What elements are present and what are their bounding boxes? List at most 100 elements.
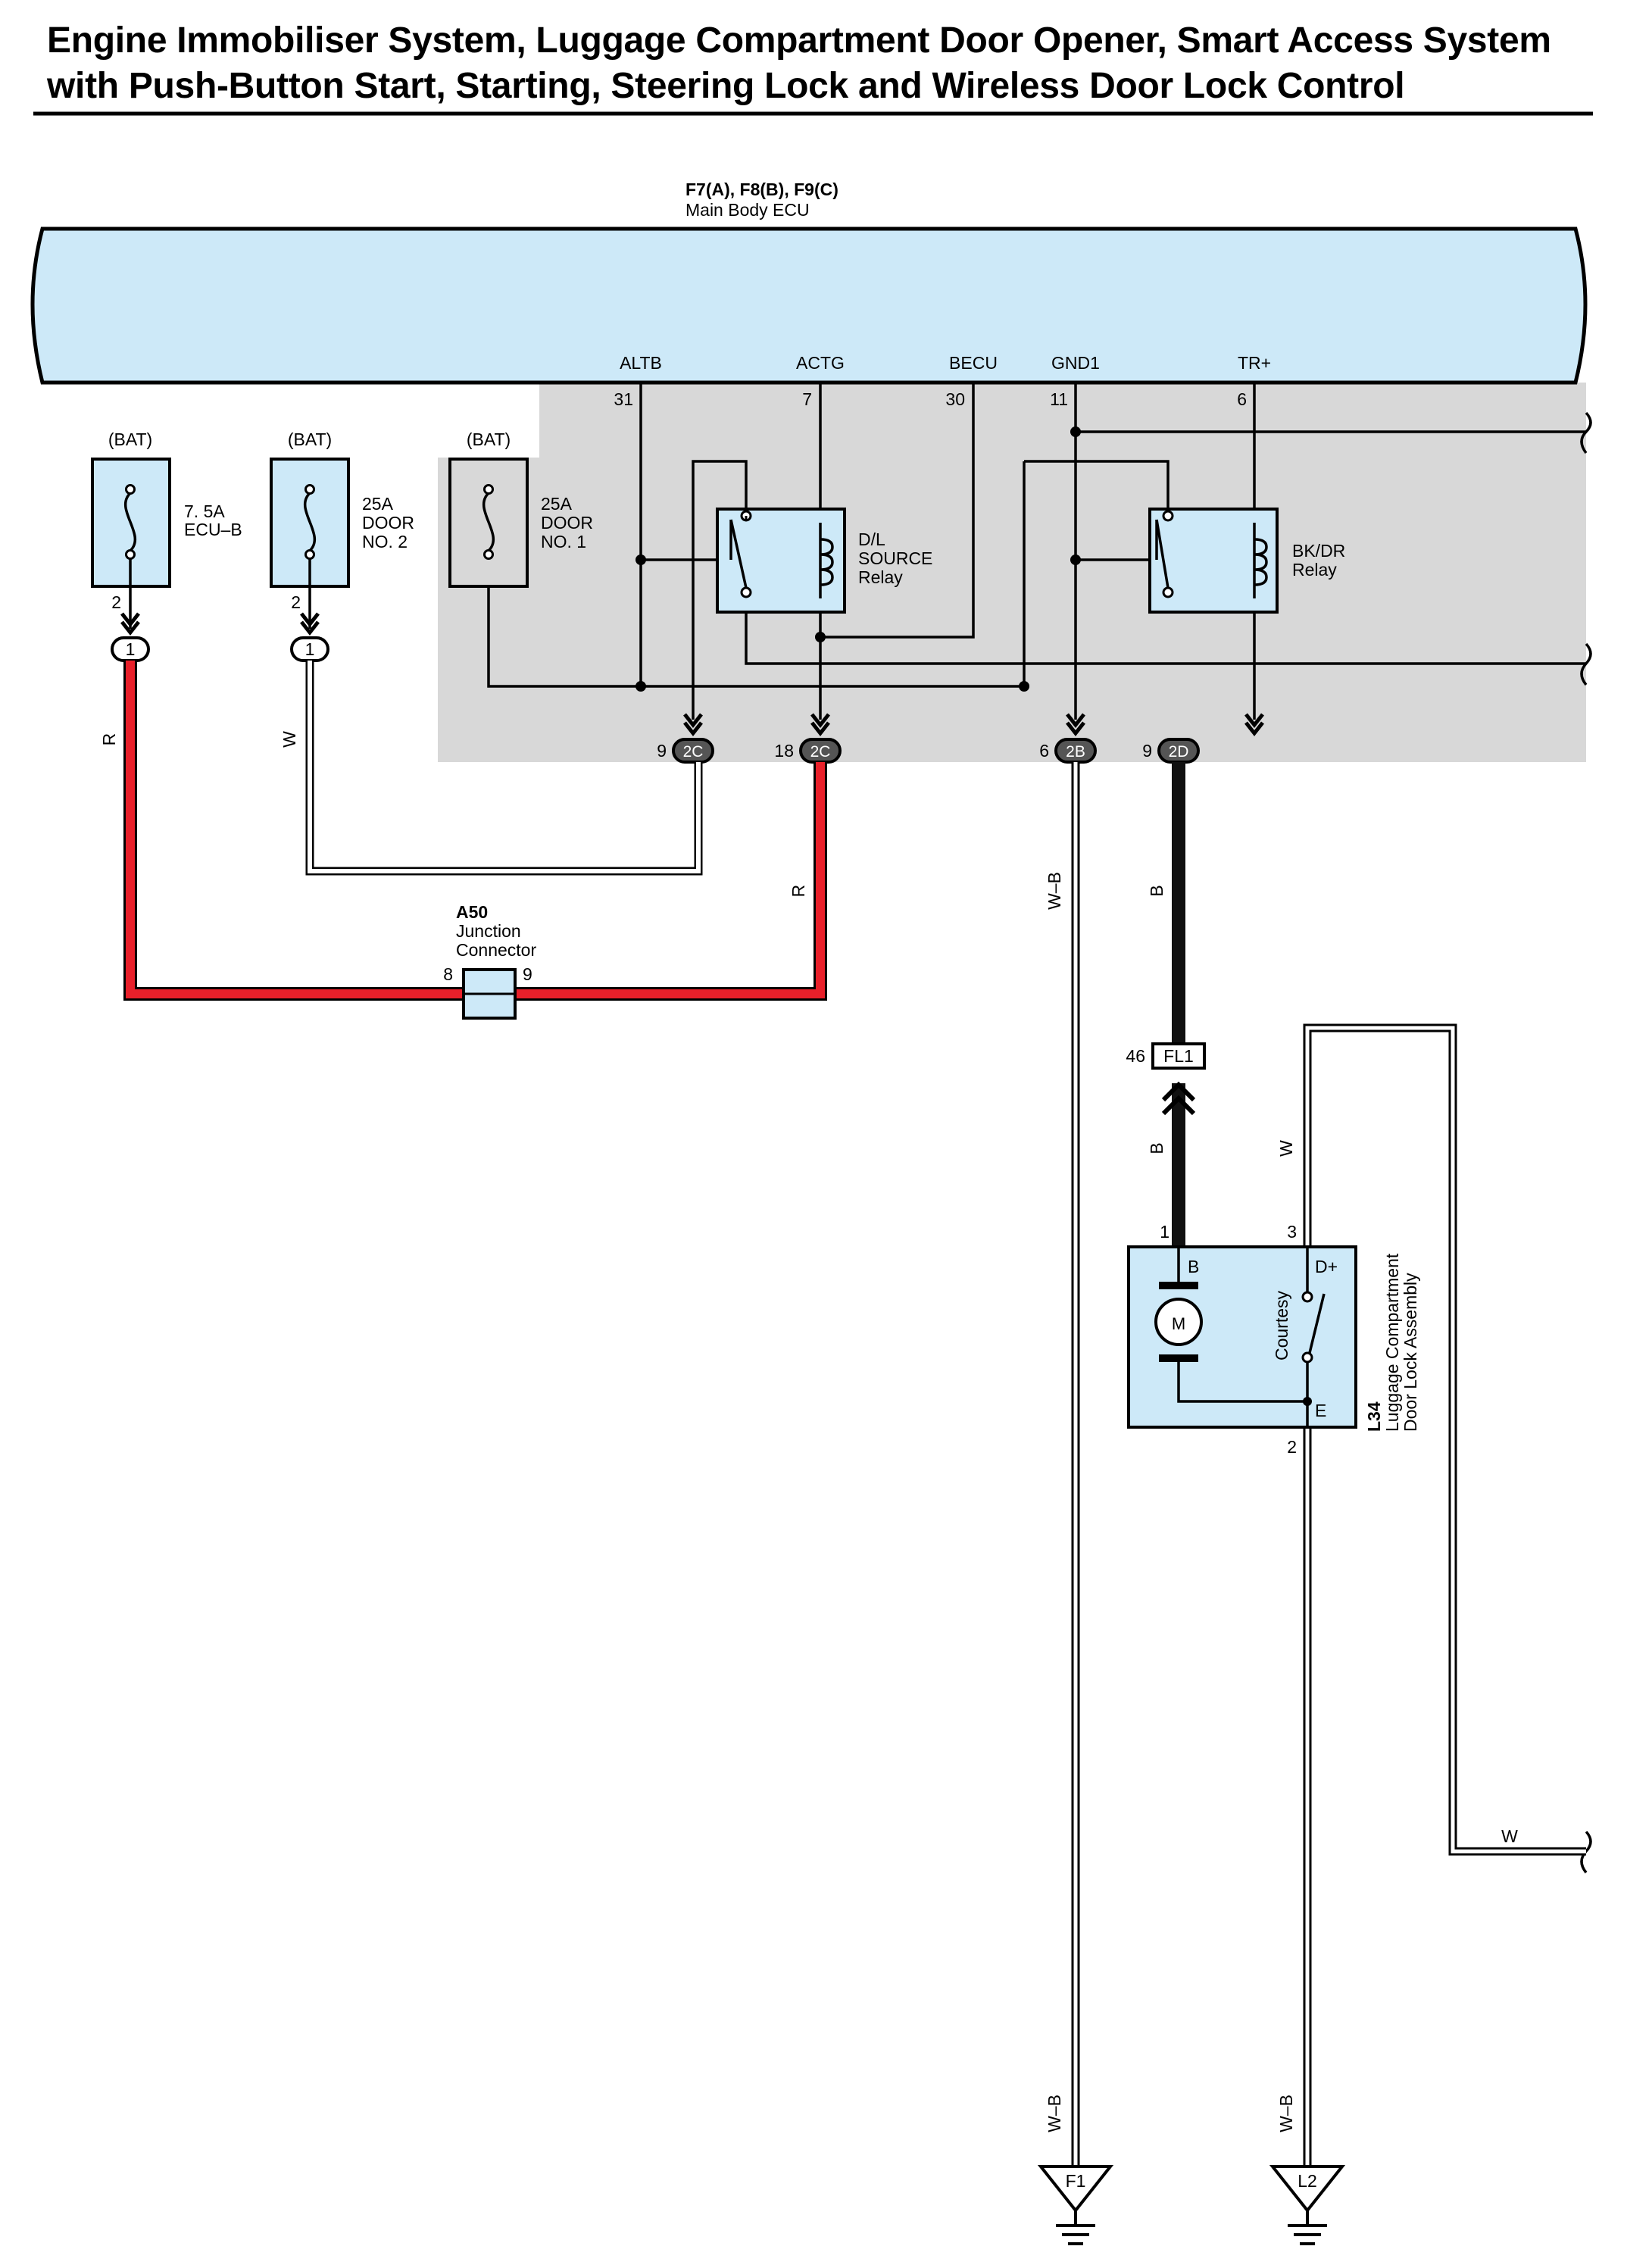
fuse1-pin: 2	[111, 592, 121, 612]
ecu-connector-2c-18: 2C	[799, 738, 842, 764]
wire-label-pin18-r: R	[789, 885, 808, 898]
a50-junction-connector	[462, 968, 517, 1020]
terminal-altb: ALTB	[620, 353, 662, 373]
dl-relay-label-1: D/L	[858, 530, 885, 549]
l34-name2: Door Lock Assembly	[1401, 1273, 1420, 1432]
fuse2-pin: 2	[291, 592, 301, 612]
term-b: B	[1188, 1257, 1199, 1276]
fuse-door-no1	[448, 458, 529, 588]
ground-f1	[1037, 2165, 1114, 2245]
pin-tr-plus: 6	[1237, 389, 1247, 409]
ecu-connector-2c-18-pin: 18	[774, 741, 794, 761]
red-wire-right-outline	[515, 762, 827, 1001]
fuse-ecu-b	[91, 458, 171, 629]
a50-name2: Connector	[456, 940, 536, 960]
junction-dots	[635, 426, 1081, 692]
svg-text:2C: 2C	[810, 743, 831, 761]
wire-label-2b-wb: W–B	[1045, 872, 1064, 910]
red-wire-left	[126, 661, 464, 998]
ecu-internal-area	[438, 383, 1586, 762]
dl-relay-label-2: SOURCE	[858, 548, 932, 568]
a50-name1: Junction	[456, 921, 521, 941]
terminal-actg: ACTG	[796, 353, 845, 373]
motor-label: M	[1172, 1314, 1185, 1333]
fuse1-rating: 7. 5A	[184, 501, 225, 521]
ecu-connector-2d-9: 2D	[1157, 738, 1200, 764]
pin-altb: 31	[614, 389, 633, 409]
dl-relay-label-3: Relay	[858, 567, 903, 587]
w-wire-courtesy-outline	[1303, 1023, 1586, 1856]
l34-name1: Luggage Compartment	[1382, 1253, 1402, 1432]
main-body-ecu-block	[30, 226, 1588, 385]
ecu-connector-2c-9: 2C	[672, 738, 714, 764]
svg-text:2B: 2B	[1066, 743, 1085, 761]
ecu-connector-2d-9-pin: 9	[1142, 741, 1152, 761]
bkdr-relay-label-2: Relay	[1292, 560, 1337, 579]
ecu-connector-2b-6: 2B	[1054, 738, 1097, 764]
ecu-connector-2b-6-pin: 6	[1039, 741, 1049, 761]
svg-text:1: 1	[126, 639, 136, 659]
l34-pin-1: 1	[1160, 1222, 1170, 1242]
fuse-door-no2	[270, 458, 350, 629]
ecu-name: Main Body ECU	[685, 200, 810, 220]
wire-label-f1-wb: W–B	[1045, 2095, 1064, 2132]
pin-actg: 7	[802, 389, 812, 409]
fuse3-name2: NO. 1	[541, 532, 586, 551]
fuse1-name: ECU–B	[184, 520, 242, 539]
fuse3-name1: DOOR	[541, 513, 593, 533]
l34-code: L34	[1364, 1401, 1384, 1432]
pin-gnd1: 11	[1050, 389, 1068, 409]
l34-pin-2: 2	[1287, 1437, 1297, 1457]
diagram-title-line2: with Push-Button Start, Starting, Steeri…	[47, 66, 1405, 106]
diagram-title-line1: Engine Immobiliser System, Luggage Compa…	[47, 20, 1551, 61]
ecu-connector-2c-9-pin: 9	[657, 741, 667, 761]
wire-label-l2-wb: W–B	[1276, 2095, 1296, 2132]
fuse3-rating: 25A	[541, 494, 573, 514]
wire-label-lock-b: B	[1147, 1142, 1166, 1154]
ground-l2-label: L2	[1298, 2171, 1317, 2191]
wire-label-fuse1-r: R	[99, 733, 119, 746]
terminal-becu: BECU	[949, 353, 998, 373]
wire-label-2d-b: B	[1147, 885, 1166, 896]
fl1-connector: FL1	[1151, 1042, 1206, 1070]
wire-label-courtesy-w: W	[1276, 1140, 1296, 1157]
fuse1-connector: 1	[111, 636, 150, 662]
a50-code: A50	[456, 902, 488, 922]
wire-label-fuse2-w: W	[279, 731, 299, 748]
l34-pin-3: 3	[1287, 1222, 1297, 1242]
term-dplus: D+	[1315, 1257, 1338, 1276]
fuse3-supply: (BAT)	[467, 430, 511, 449]
wire-label-right-w: W	[1501, 1826, 1518, 1846]
fuse2-name1: DOOR	[362, 513, 414, 533]
fuse2-supply: (BAT)	[288, 430, 332, 449]
svg-text:2C: 2C	[683, 743, 704, 761]
bk-dr-relay	[1148, 508, 1279, 614]
pin-becu: 30	[945, 389, 965, 409]
bkdr-relay-label-1: BK/DR	[1292, 541, 1345, 561]
fuse2-connector: 1	[290, 636, 329, 662]
white-wire	[308, 661, 701, 873]
svg-text:FL1: FL1	[1163, 1046, 1194, 1066]
ecu-codes: F7(A), F8(B), F9(C)	[685, 180, 838, 199]
ground-l2	[1269, 2165, 1346, 2245]
fl1-pin: 46	[1126, 1046, 1145, 1066]
l34-door-lock-assembly	[1127, 1245, 1357, 1429]
fuse1-supply: (BAT)	[108, 430, 152, 449]
red-wire-left-outline	[123, 661, 464, 1001]
red-wire-right	[515, 762, 825, 998]
term-e: E	[1315, 1401, 1326, 1420]
svg-text:1: 1	[305, 639, 315, 659]
svg-text:2D: 2D	[1169, 743, 1189, 761]
courtesy-label: Courtesy	[1272, 1290, 1291, 1360]
w-wire-courtesy	[1305, 1026, 1586, 1854]
dl-source-relay	[716, 508, 846, 614]
fuse2-rating: 25A	[362, 494, 394, 514]
fuse2-name2: NO. 2	[362, 532, 408, 551]
terminal-gnd1: GND1	[1051, 353, 1100, 373]
ground-f1-label: F1	[1066, 2171, 1086, 2191]
terminal-tr-plus: TR+	[1238, 353, 1271, 373]
a50-pin-right: 9	[523, 964, 532, 984]
a50-pin-left: 8	[443, 964, 453, 984]
